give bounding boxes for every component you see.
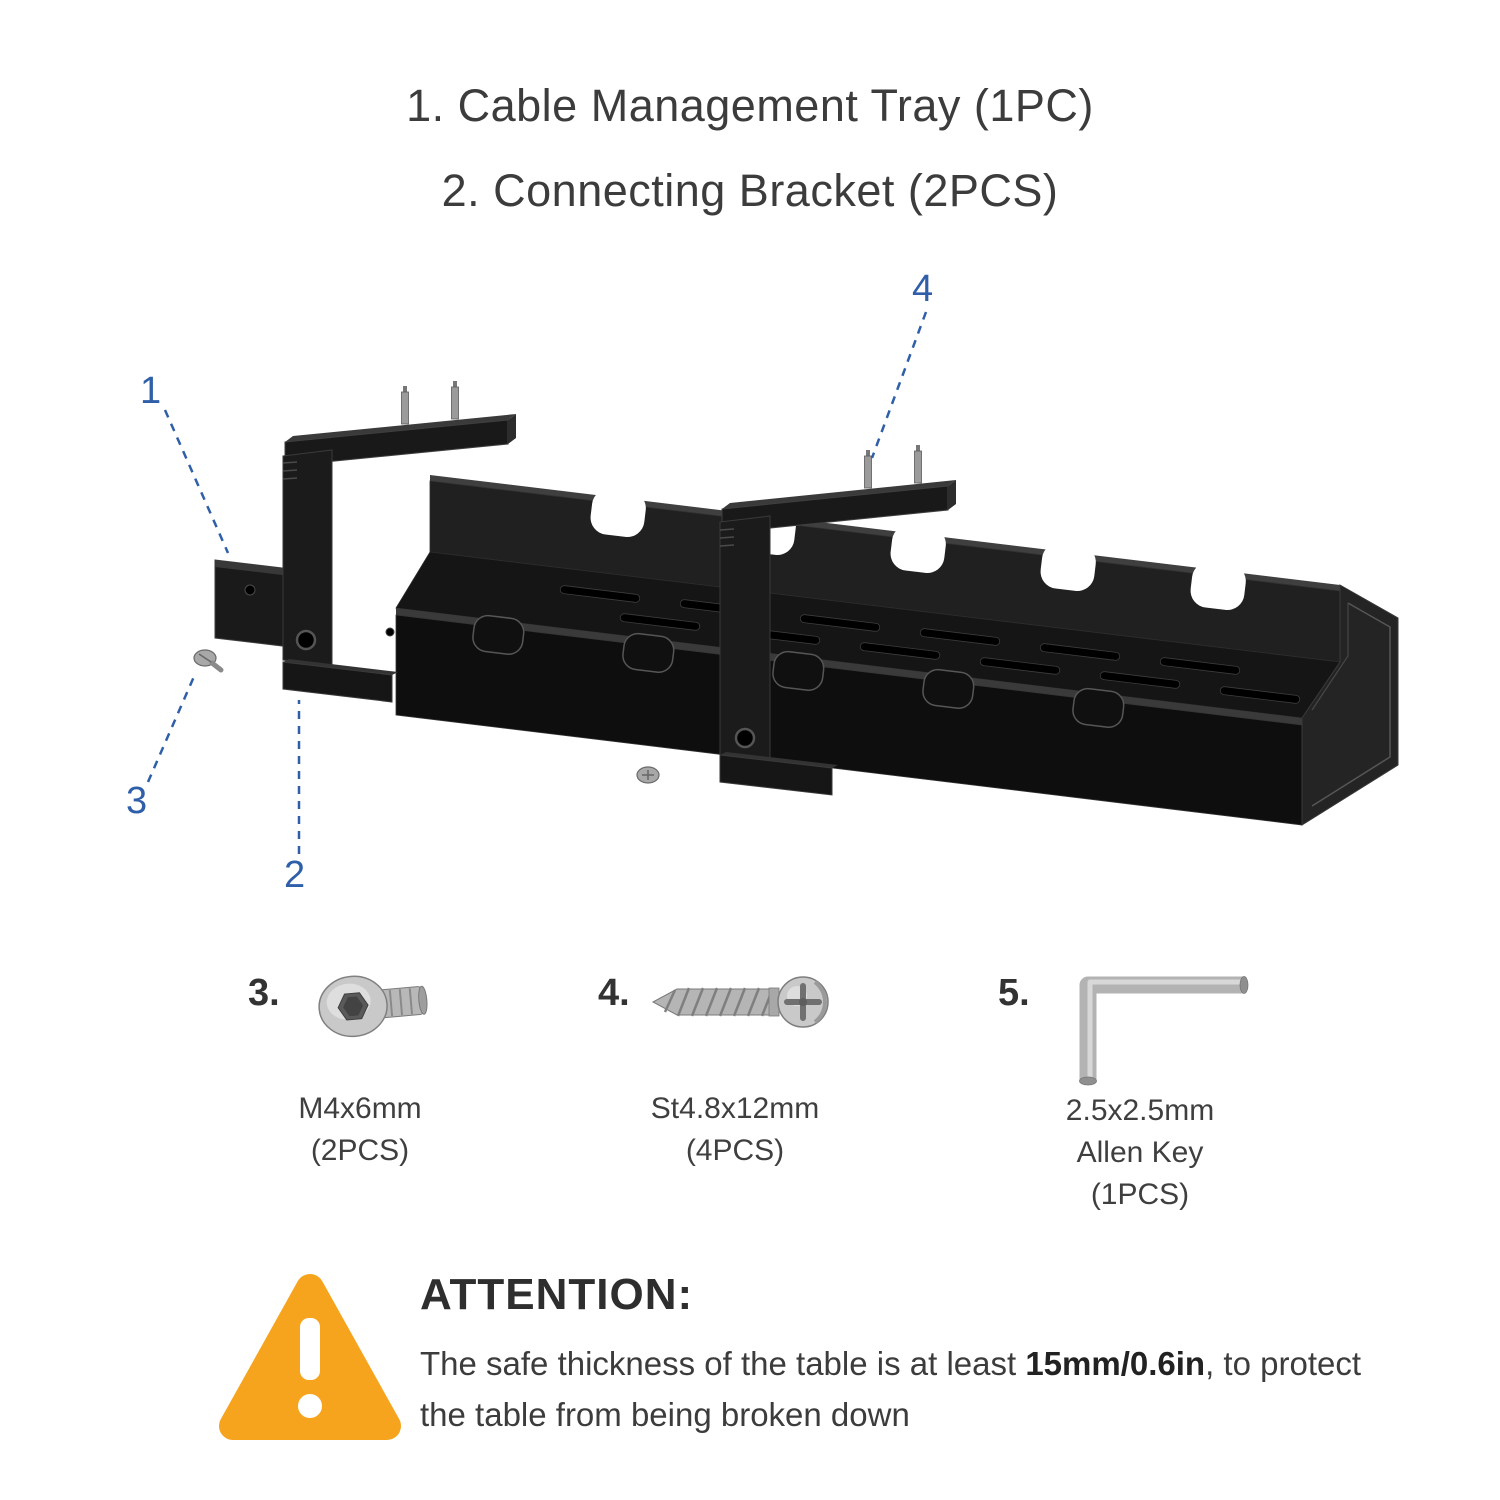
loose-screw-center <box>636 766 660 784</box>
attention-body-suffix: , to protect the table from being broken… <box>420 1345 1362 1434</box>
part-index-5: 5. <box>998 972 1030 1014</box>
part-4-size: St4.8x12mm <box>650 1092 820 1125</box>
title-line-1: 1. Cable Management Tray (1PC) <box>406 80 1094 131</box>
hex-socket-screw-icon <box>318 975 428 1038</box>
part-4-qty: (4PCS) <box>685 1134 785 1167</box>
bracket-mounting-pins <box>864 445 922 489</box>
part-label-3: M4x6mm (2PCS) <box>255 1088 465 1172</box>
leader-line-1 <box>163 409 230 554</box>
part-5-qty: (1PCS) <box>1090 1178 1190 1211</box>
bracket-mounting-pins <box>401 381 459 425</box>
self-tapping-screw-icon <box>651 976 829 1028</box>
exclamation-dot <box>298 1394 322 1418</box>
warning-triangle-icon <box>219 1274 401 1440</box>
allen-key-icon <box>1079 976 1249 1086</box>
tray-assembly-illustration <box>146 311 1399 854</box>
title-line-2: 2. Connecting Bracket (2PCS) <box>441 165 1059 216</box>
part-5-name: Allen Key <box>1076 1136 1204 1169</box>
bracket-screw-hole <box>295 629 317 651</box>
part-index-3: 3. <box>248 972 280 1014</box>
leader-line-3 <box>146 671 198 783</box>
connecting-bracket-left <box>282 381 516 703</box>
loose-screw-left <box>193 649 224 673</box>
callout-leader-lines <box>146 311 928 854</box>
exclamation-bar <box>300 1318 320 1380</box>
attention-body-bold: 15mm/0.6in <box>1025 1345 1206 1382</box>
part-label-4: St4.8x12mm (4PCS) <box>620 1088 850 1172</box>
connecting-bracket-right <box>719 445 956 796</box>
part-label-5: 2.5x2.5mm Allen Key (1PCS) <box>1025 1090 1255 1216</box>
attention-body-prefix: The safe thickness of the table is at le… <box>420 1345 1026 1382</box>
part-3-qty: (2PCS) <box>310 1134 410 1167</box>
attention-body: The safe thickness of the table is at le… <box>420 1338 1395 1440</box>
bracket-screw-hole <box>734 727 756 749</box>
part-5-size: 2.5x2.5mm <box>1065 1094 1215 1127</box>
leader-line-4 <box>870 311 928 459</box>
callout-label-4: 4 <box>912 268 934 310</box>
part-index-4: 4. <box>598 972 630 1014</box>
callout-label-3: 3 <box>126 780 148 822</box>
callout-label-1: 1 <box>140 370 162 412</box>
tray-front-edge-cable-notches <box>472 614 1125 728</box>
callout-label-2: 2 <box>284 854 306 896</box>
part-3-size: M4x6mm <box>298 1092 422 1125</box>
tray-floor-vent-slots <box>385 585 1301 704</box>
attention-heading: ATTENTION: <box>420 1270 694 1319</box>
